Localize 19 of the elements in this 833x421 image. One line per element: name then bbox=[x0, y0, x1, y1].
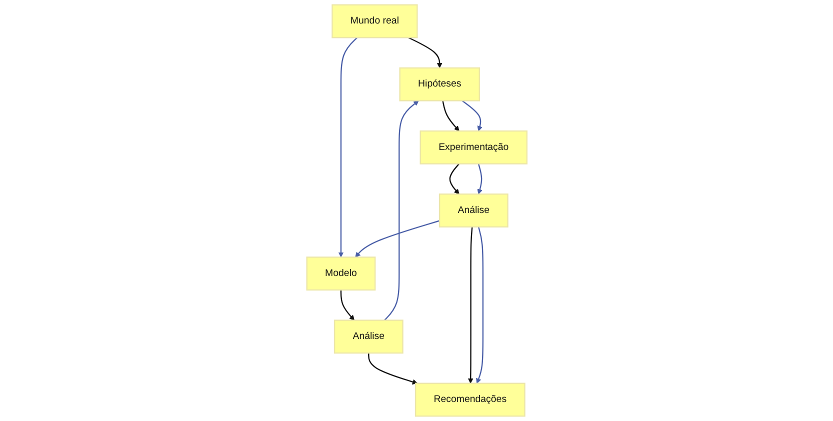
node-box: Hipóteses bbox=[398, 67, 480, 102]
arrow bbox=[442, 100, 459, 132]
node-box: Modelo bbox=[306, 256, 376, 291]
arrow bbox=[476, 164, 482, 194]
arrow bbox=[476, 226, 484, 384]
node-box: Experimentação bbox=[419, 130, 528, 164]
arrow bbox=[408, 37, 442, 68]
arrow bbox=[354, 220, 440, 258]
node-box: Mundo real bbox=[331, 4, 418, 38]
node-box: Recomendações bbox=[414, 382, 525, 417]
arrow bbox=[384, 100, 418, 321]
arrow bbox=[461, 100, 482, 132]
arrow bbox=[368, 353, 418, 384]
arrow bbox=[448, 163, 460, 194]
arrow bbox=[338, 37, 358, 258]
node-box: Análise bbox=[334, 320, 403, 354]
node-box: Análise bbox=[438, 194, 508, 228]
arrow bbox=[340, 290, 354, 321]
arrow bbox=[468, 226, 473, 384]
